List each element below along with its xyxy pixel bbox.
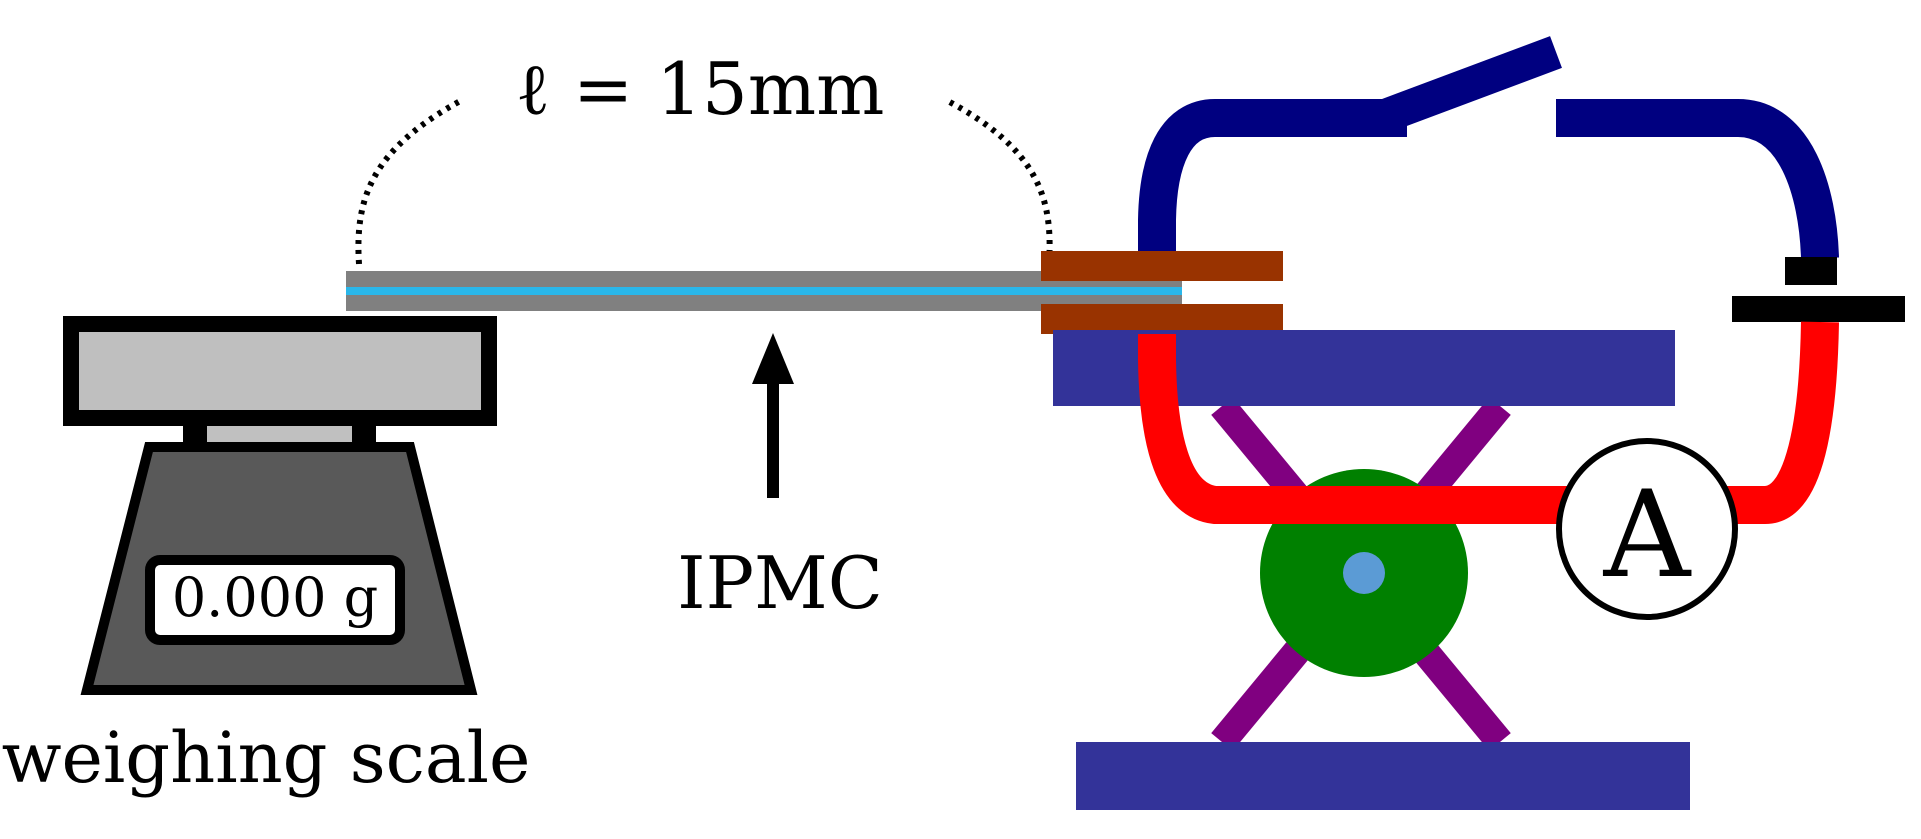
arrow-shaft (767, 380, 779, 498)
length-bracket-right (944, 97, 1053, 265)
scale-display (145, 555, 405, 645)
stand-bottom-platform (1076, 742, 1690, 810)
arrow-up-icon (752, 333, 794, 384)
wire-bottom (1138, 321, 1839, 524)
electric-circuit: A (1138, 36, 1905, 620)
wheel-hub (1343, 552, 1385, 594)
scale-pan (63, 316, 497, 426)
length-bracket-left (355, 97, 464, 265)
ipmc-label: IPMC (677, 541, 883, 625)
weighing-scale: 0.000 g weighing scale (2, 316, 531, 799)
ipmc-pointer: IPMC (677, 333, 883, 625)
scissor-stand (1053, 330, 1690, 810)
length-annotation: ℓ = 15mm (355, 47, 1053, 265)
electrode-upper (1041, 251, 1283, 281)
electrode-lower (1041, 304, 1283, 334)
ammeter-label: A (1603, 466, 1692, 605)
scale-reading: 0.000 g (172, 566, 378, 629)
battery-negative-plate (1785, 257, 1837, 285)
switch-blade (1379, 36, 1562, 132)
scale-caption: weighing scale (2, 717, 531, 799)
electrode-clamp (1041, 251, 1283, 334)
ipmc-inner-layer (346, 287, 1182, 295)
length-label: ℓ = 15mm (516, 47, 885, 131)
ammeter (1556, 438, 1738, 620)
battery-positive-plate (1732, 296, 1905, 322)
wire-top-right (1556, 99, 1839, 259)
wire-top-left (1138, 99, 1407, 251)
